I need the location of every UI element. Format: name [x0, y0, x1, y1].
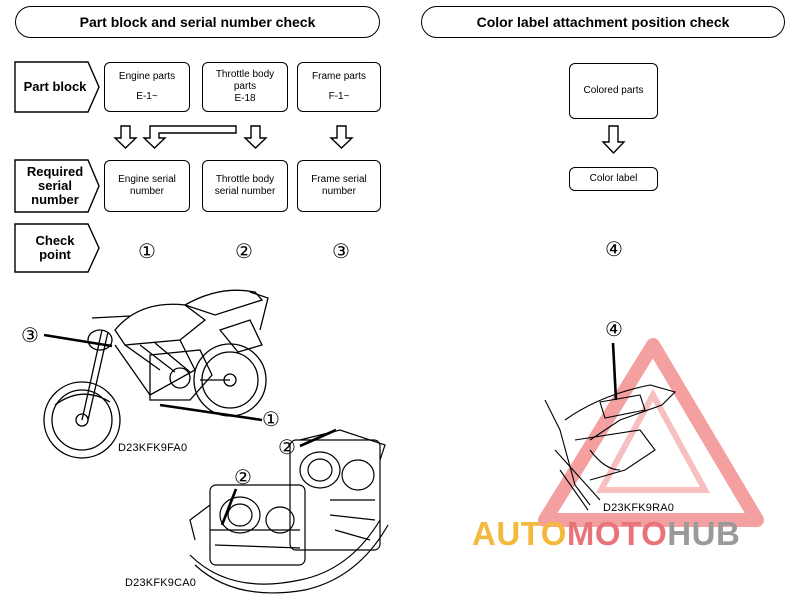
serial-frame-line1: Frame serial	[311, 174, 367, 185]
left-section-title: Part block and serial number check	[79, 14, 316, 30]
arrow-frame	[329, 125, 354, 149]
serial-frame: Frame serial number	[297, 160, 381, 212]
rear-figure-code: D23KFK9RA0	[603, 502, 675, 514]
serial-engine: Engine serial number	[104, 160, 190, 212]
callout-leader-engine	[159, 403, 263, 422]
serial-engine-line2: number	[130, 186, 164, 197]
right-section-title: Color label attachment position check	[476, 14, 730, 30]
throttle-body-illustration	[189, 429, 389, 594]
part-block-throttle-line1: Throttle body	[215, 69, 275, 80]
required-serial-line3: number	[31, 192, 79, 207]
callout-leader-throttle-left	[220, 488, 238, 526]
left-section-header: Part block and serial number check	[15, 6, 380, 38]
part-block-frame-code: F-1~	[328, 91, 350, 102]
watermark-logo: AUTOMOTOHUB	[472, 515, 740, 553]
check-point-3: ③	[332, 241, 350, 263]
arrow-throttle	[243, 125, 268, 149]
part-block-throttle-code: E-18	[234, 93, 256, 104]
part-block-engine-code: E-1~	[136, 91, 158, 102]
callout-throttle-top: ②	[278, 437, 296, 459]
required-serial-label: Required serial number	[15, 160, 95, 212]
motorcycle-illustration	[43, 289, 269, 459]
part-block-label: Part block	[15, 62, 95, 112]
part-block-engine: Engine parts E-1~	[104, 62, 190, 112]
check-point-line2: point	[39, 247, 71, 262]
serial-engine-line1: Engine serial	[118, 174, 176, 185]
throttle-figure-code: D23KFK9CA0	[125, 577, 197, 589]
part-block-frame: Frame parts F-1~	[297, 62, 381, 112]
part-block-engine-line1: Engine parts	[118, 71, 176, 82]
part-block-frame-line1: Frame parts	[312, 71, 366, 82]
callout-frame: ③	[21, 325, 39, 347]
watermark-part1: AUTO	[472, 515, 567, 552]
part-block-throttle: Throttle body parts E-18	[202, 62, 288, 112]
callout-leader-throttle-top	[299, 428, 337, 448]
required-serial-line2: serial	[38, 178, 72, 193]
callout-leader-frame	[43, 333, 113, 348]
part-block-throttle-line2: parts	[233, 81, 257, 92]
serial-throttle-line2: serial number	[214, 186, 276, 197]
part-block-text: Part block	[23, 79, 87, 94]
serial-frame-line2: number	[322, 186, 356, 197]
color-label-text: Color label	[589, 173, 638, 184]
callout-rear: ④	[605, 319, 623, 341]
check-point-1: ①	[138, 241, 156, 263]
rear-illustration	[544, 384, 677, 511]
arrow-throttle-to-engine	[142, 125, 237, 149]
motorcycle-figure-code: D23KFK9FA0	[118, 442, 188, 454]
watermark-part2: MOTO	[566, 515, 668, 552]
serial-throttle: Throttle body serial number	[202, 160, 288, 212]
right-section-header: Color label attachment position check	[421, 6, 785, 38]
check-point-line1: Check	[35, 233, 75, 248]
colored-parts-box: Colored parts	[569, 63, 658, 119]
check-point-label-shape	[14, 223, 100, 273]
serial-throttle-line1: Throttle body	[215, 174, 275, 185]
color-label-box: Color label	[569, 167, 658, 191]
watermark-part3: HUB	[667, 515, 741, 552]
callout-engine: ①	[262, 409, 280, 431]
check-point-2: ②	[235, 241, 253, 263]
callout-throttle-left: ②	[234, 467, 252, 489]
serial-label-shape	[14, 159, 100, 213]
arrow-color-label	[601, 125, 626, 155]
callout-leader-rear	[611, 342, 618, 401]
arrow-engine	[113, 125, 138, 149]
check-point-4: ④	[605, 239, 623, 261]
check-point-label: Check point	[15, 224, 95, 272]
part-block-label-shape	[14, 61, 100, 113]
required-serial-line1: Required	[26, 164, 84, 179]
colored-parts-text: Colored parts	[583, 85, 644, 96]
